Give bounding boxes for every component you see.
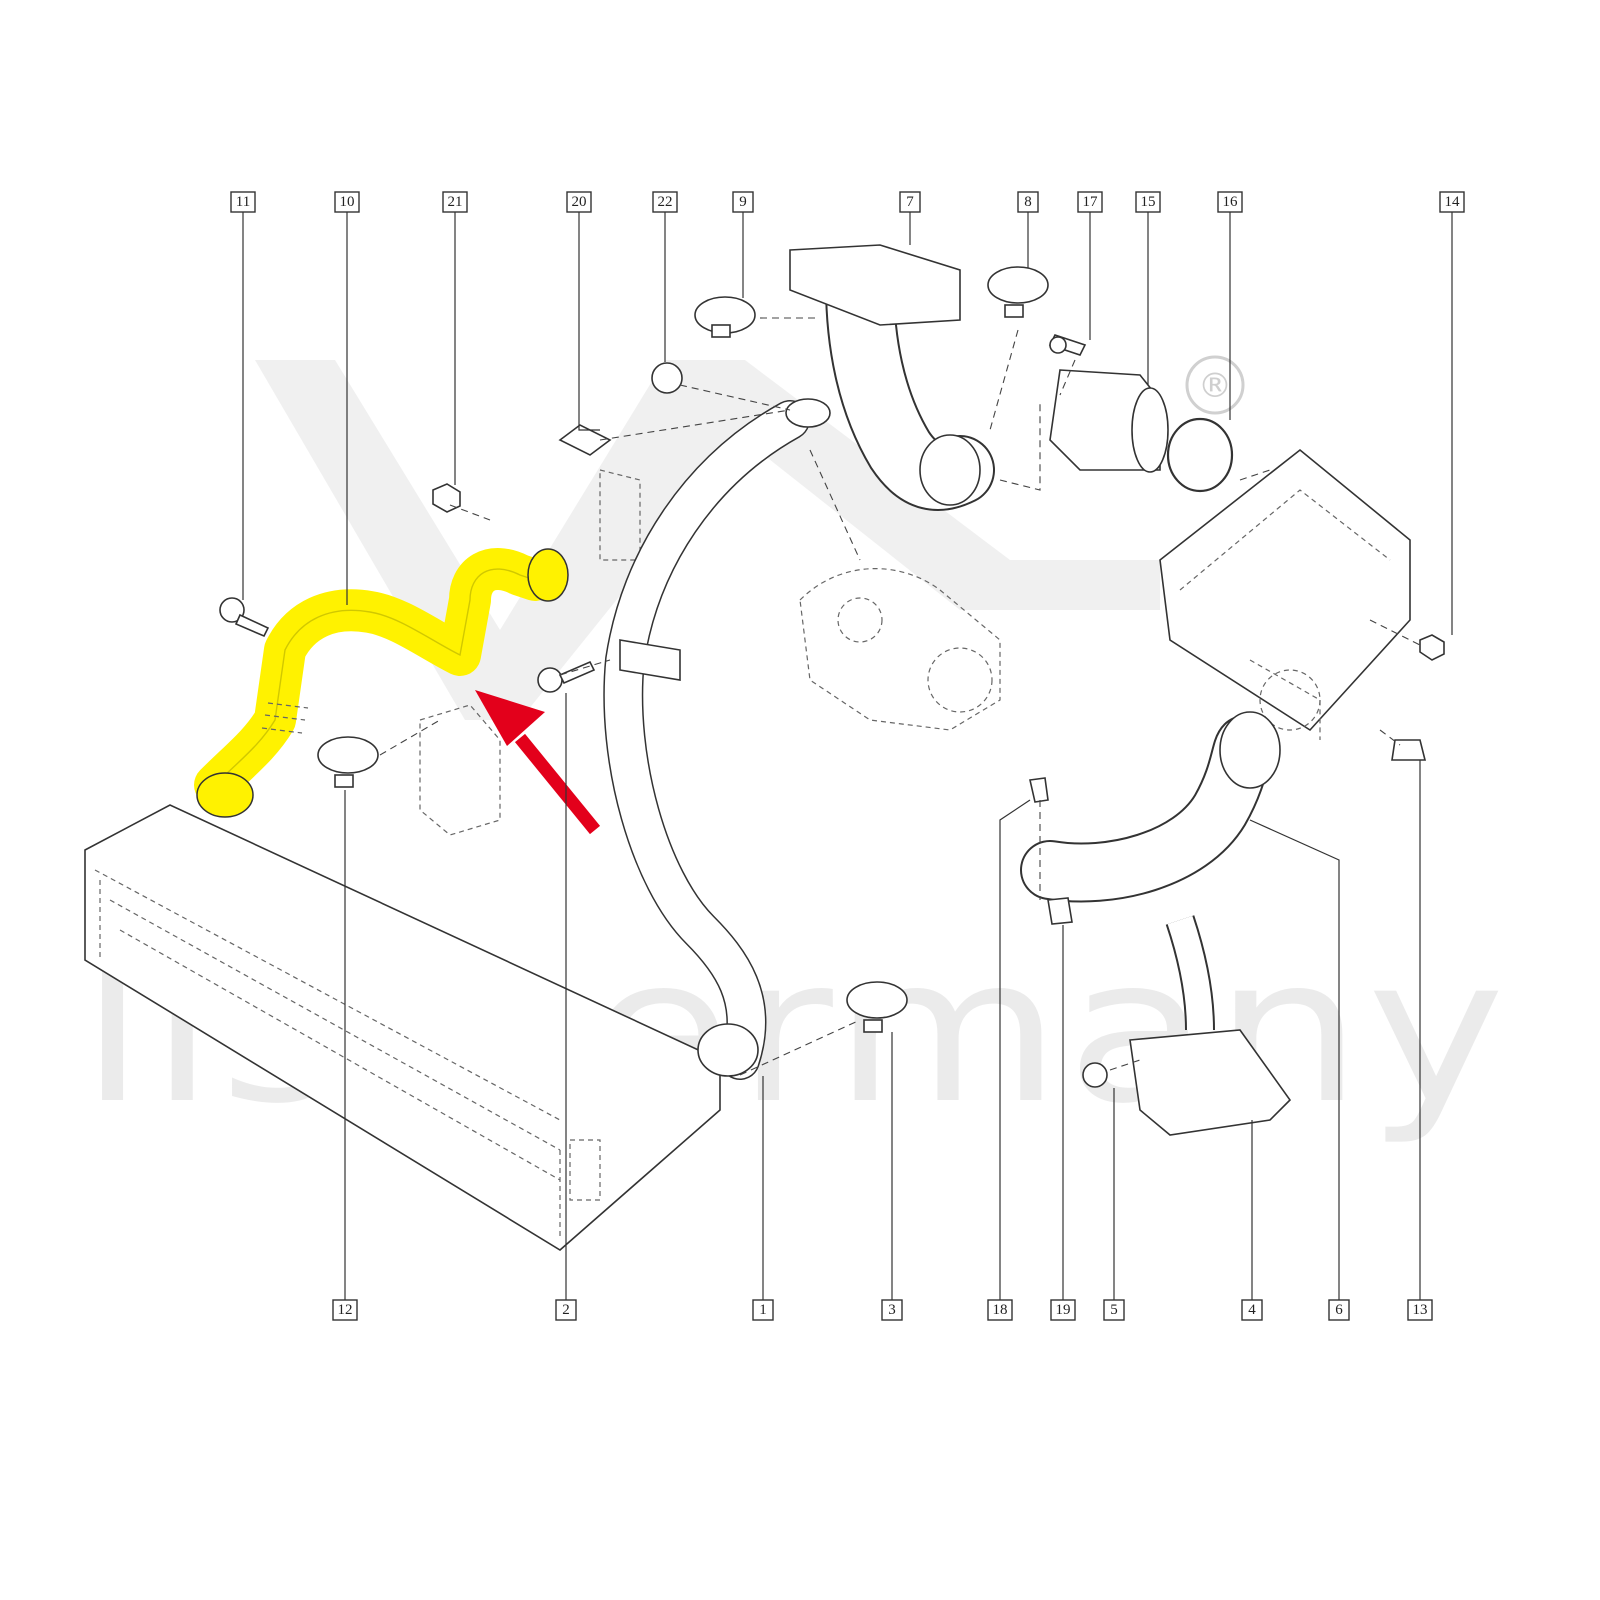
callout-5: 5 — [1103, 1299, 1125, 1321]
nut-14 — [1419, 634, 1445, 661]
callout-2: 2 — [555, 1299, 577, 1321]
hose-end-clamp-left — [196, 772, 254, 818]
callout-10: 10 — [334, 191, 360, 213]
registered-mark: ® — [1198, 366, 1232, 406]
svg-text:2: 2 — [562, 1302, 570, 1318]
nut-19 — [1047, 897, 1073, 925]
o-ring-16 — [1166, 417, 1234, 493]
callout-7: 7 — [899, 191, 921, 213]
maf-sensor-15 — [1048, 334, 1234, 493]
callout-1: 1 — [752, 1299, 774, 1321]
clip-18 — [1029, 777, 1049, 803]
hose-1 — [603, 398, 831, 1080]
svg-text:12: 12 — [338, 1302, 353, 1318]
callout-15: 15 — [1135, 191, 1161, 213]
svg-text:22: 22 — [658, 194, 673, 210]
callout-9: 9 — [732, 191, 754, 213]
callout-22: 22 — [652, 191, 678, 213]
callout-11: 11 — [230, 191, 256, 213]
clamp-3 — [846, 981, 908, 1033]
red-pointer-arrow — [475, 690, 601, 835]
leader-lines — [242, 212, 1453, 1300]
callout-13: 13 — [1407, 1299, 1433, 1321]
callout-8: 8 — [1017, 191, 1039, 213]
svg-text:4: 4 — [1248, 1302, 1256, 1318]
callouts-bottom: 12 2 1 3 18 19 5 4 — [332, 1299, 1433, 1321]
svg-text:19: 19 — [1056, 1302, 1071, 1318]
assembly-lines — [379, 317, 1421, 1076]
bolt-2 — [537, 660, 596, 693]
callout-3: 3 — [881, 1299, 903, 1321]
highlighted-hose-body — [194, 548, 556, 806]
clamp-9 — [694, 296, 756, 338]
hose-7 — [789, 244, 995, 511]
svg-text:18: 18 — [993, 1302, 1008, 1318]
svg-text:17: 17 — [1083, 194, 1099, 210]
callout-19: 19 — [1050, 1299, 1076, 1321]
air-filter-box — [1159, 448, 1411, 740]
svg-text:21: 21 — [448, 194, 463, 210]
resonator-4 — [1129, 915, 1292, 1136]
throttle-body-assembly — [799, 568, 1001, 731]
callouts-top: 11 10 21 20 22 9 7 8 — [230, 191, 1465, 213]
svg-text:20: 20 — [572, 194, 587, 210]
svg-text:9: 9 — [739, 194, 747, 210]
svg-text:6: 6 — [1335, 1302, 1343, 1318]
seal-22 — [651, 362, 683, 394]
nut-5 — [1082, 1062, 1108, 1088]
callout-20: 20 — [566, 191, 592, 213]
svg-text:3: 3 — [888, 1302, 896, 1318]
clamp-12 — [317, 736, 379, 788]
svg-text:8: 8 — [1024, 194, 1032, 210]
hose-6 — [1020, 711, 1281, 903]
callout-6: 6 — [1328, 1299, 1350, 1321]
callout-17: 17 — [1077, 191, 1103, 213]
nut-21 — [432, 483, 461, 513]
bolt-11 — [219, 597, 270, 638]
svg-text:16: 16 — [1223, 194, 1239, 210]
callout-14: 14 — [1439, 191, 1465, 213]
svg-text:14: 14 — [1445, 194, 1461, 210]
svg-text:11: 11 — [236, 194, 250, 210]
svg-text:1: 1 — [759, 1302, 767, 1318]
clamp-8 — [987, 266, 1049, 318]
watermark-logo-shape — [255, 360, 1160, 720]
callout-16: 16 — [1217, 191, 1243, 213]
callout-4: 4 — [1241, 1299, 1263, 1321]
grommet-13 — [1391, 739, 1427, 761]
svg-text:15: 15 — [1141, 194, 1156, 210]
intercooler-radiator — [84, 804, 721, 1251]
callout-18: 18 — [987, 1299, 1013, 1321]
svg-text:5: 5 — [1110, 1302, 1118, 1318]
sensor-20 — [558, 424, 612, 456]
svg-text:13: 13 — [1413, 1302, 1428, 1318]
highlighted-hose-10 — [194, 548, 569, 818]
callout-12: 12 — [332, 1299, 358, 1321]
registered-mark-circle — [1185, 355, 1245, 415]
bolt-17 — [1049, 336, 1067, 354]
svg-text:10: 10 — [340, 194, 355, 210]
hose-end-clamp-right — [527, 548, 569, 602]
callout-21: 21 — [442, 191, 468, 213]
svg-text:7: 7 — [906, 194, 914, 210]
